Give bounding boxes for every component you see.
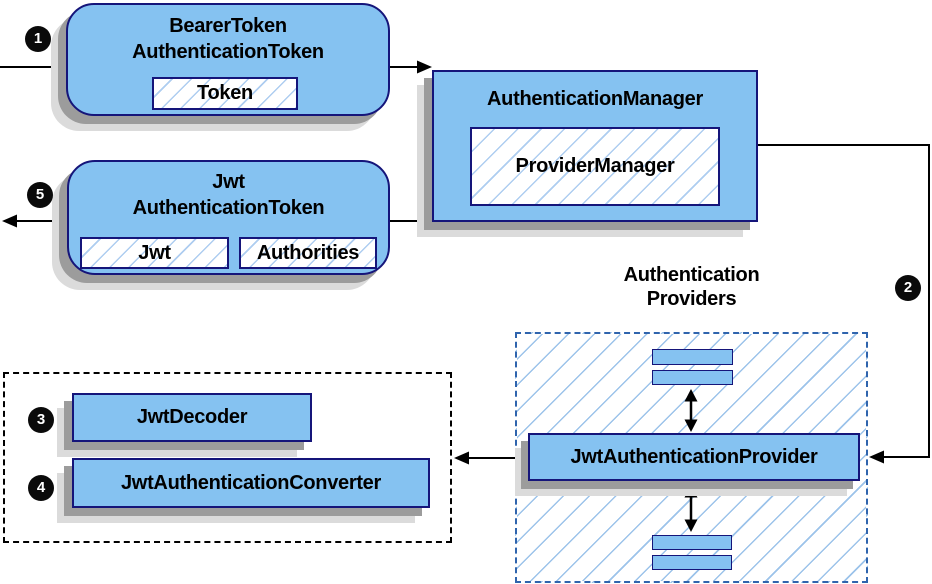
arrowhead-upper-link-top	[684, 389, 698, 402]
step-badge-4: 4	[28, 475, 54, 501]
arrowhead-lower-link-bottom	[684, 519, 698, 532]
authentication-manager-node: AuthenticationManager ProviderManager	[432, 70, 758, 222]
jwt-authentication-converter-node: JwtAuthenticationConverter	[72, 458, 430, 508]
arrowhead-provider-to-components	[454, 451, 469, 465]
bearer-token-authentication-token-node: BearerToken AuthenticationToken Token	[66, 3, 390, 116]
provider-placeholder-bar-2	[652, 370, 733, 385]
authentication-providers-label: Authentication Providers	[623, 264, 760, 310]
jwt-authentication-token-node: Jwt AuthenticationToken Jwt Authorities	[67, 160, 390, 275]
step-badge-1: 1	[25, 26, 51, 52]
step-badge-5: 5	[27, 182, 53, 208]
provider-placeholder-bar-1	[652, 349, 733, 365]
arrowhead-lower-link-top	[684, 485, 698, 498]
step-badge-2: 2	[895, 275, 921, 301]
provider-placeholder-bar-3	[652, 535, 732, 550]
arrowhead-manager-to-provider	[869, 450, 884, 464]
authentication-manager-title: AuthenticationManager	[487, 88, 703, 110]
authorities-field: Authorities	[239, 237, 377, 269]
jwt-field: Jwt	[80, 237, 229, 269]
arrowhead-jwt-token-outgoing	[2, 214, 17, 228]
arrowhead-upper-link-bottom	[684, 419, 698, 432]
provider-manager-field: ProviderManager	[470, 127, 720, 206]
jwt-authentication-provider-node: JwtAuthenticationProvider	[528, 433, 860, 481]
bearer-token-title: BearerToken AuthenticationToken	[132, 15, 324, 63]
step-badge-3: 3	[28, 407, 54, 433]
jwt-authentication-token-title: Jwt AuthenticationToken	[132, 171, 325, 219]
token-field: Token	[152, 77, 298, 110]
provider-placeholder-bar-4	[652, 555, 732, 570]
arrowhead-bearer-to-manager	[417, 60, 432, 74]
jwt-decoder-node: JwtDecoder	[72, 393, 312, 442]
edge-manager-to-provider	[758, 144, 930, 458]
